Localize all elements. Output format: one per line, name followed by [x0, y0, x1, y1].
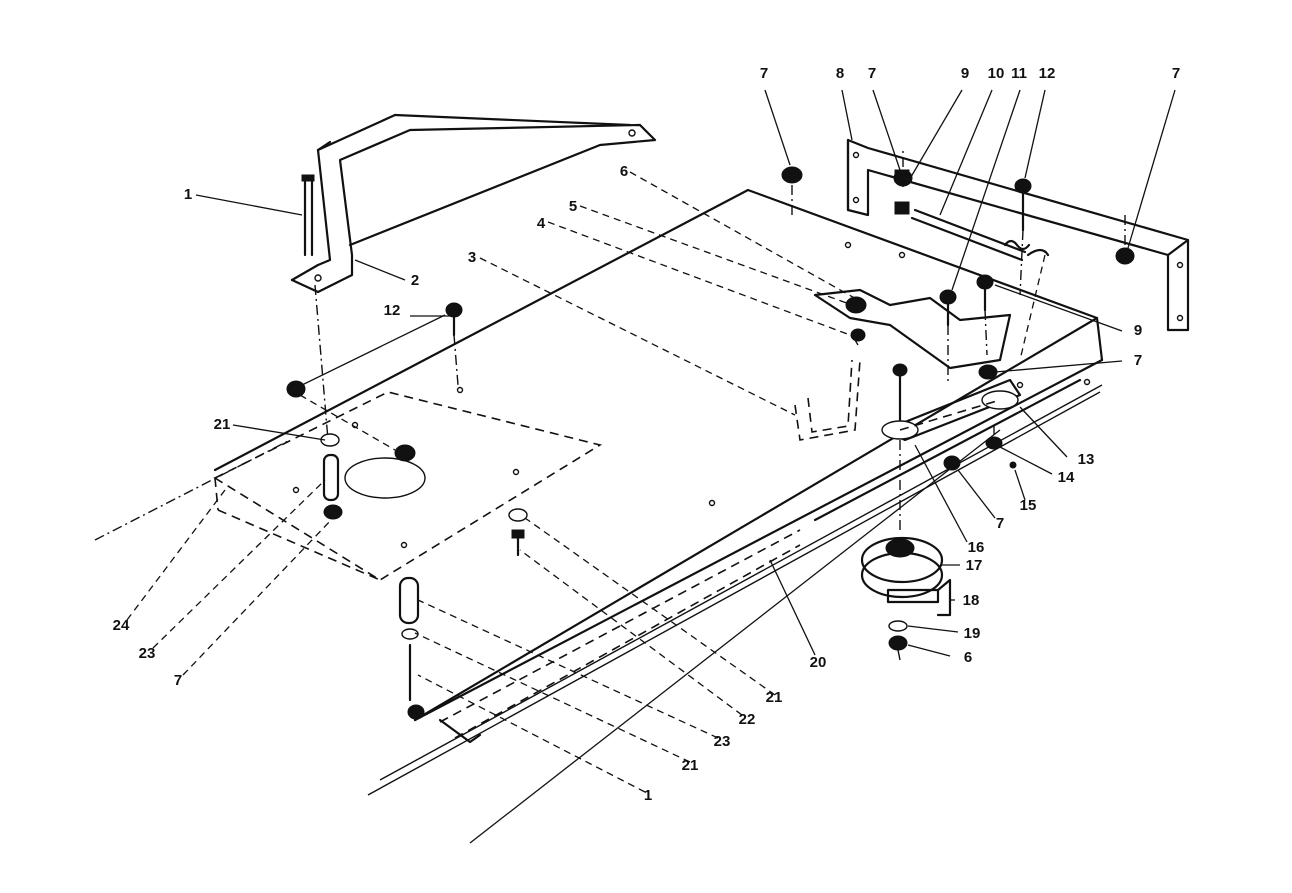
callout-4: 4	[537, 215, 546, 232]
callout-18: 18	[963, 592, 980, 609]
bracket-upper-left	[290, 113, 657, 294]
callout-20: 20	[810, 654, 827, 671]
bolt-upper	[301, 174, 329, 441]
callout-9: 9	[961, 65, 969, 82]
callout-9: 9	[1134, 322, 1142, 339]
callout-7: 7	[996, 515, 1004, 532]
curved-rod	[794, 339, 861, 441]
guide-lines	[299, 150, 1126, 661]
callout-15: 15	[1020, 497, 1037, 514]
callout-24: 24	[113, 617, 130, 634]
callout-2: 2	[411, 272, 419, 289]
callout-7: 7	[1134, 352, 1142, 369]
rear-bracket	[846, 138, 1190, 332]
callout-7: 7	[868, 65, 876, 82]
callout-17: 17	[966, 557, 983, 574]
callout-14: 14	[1058, 469, 1075, 486]
callout-6: 6	[964, 649, 972, 666]
callout-13: 13	[1078, 451, 1095, 468]
callout-7: 7	[1172, 65, 1180, 82]
callout-23: 23	[139, 645, 156, 662]
callout-1: 1	[184, 186, 192, 203]
callout-6: 6	[620, 163, 628, 180]
callout-12: 12	[384, 302, 401, 319]
callout-11: 11	[1011, 65, 1027, 82]
callout-22: 22	[739, 711, 756, 728]
leader-lines	[126, 89, 1176, 793]
idler-arm	[813, 288, 1022, 442]
callout-19: 19	[964, 625, 981, 642]
callout-labels: 1 2 3 4 5 6 7 8 7 9 10 11 12 7 12 21 9 7…	[113, 65, 1181, 804]
callout-12: 12	[1039, 65, 1056, 82]
pulley-assembly	[860, 440, 952, 651]
mounting-plate	[213, 386, 603, 581]
callout-21: 21	[214, 416, 231, 433]
callout-21: 21	[766, 689, 783, 706]
deck-plate	[94, 188, 1104, 844]
callout-3: 3	[468, 249, 476, 266]
callout-5: 5	[569, 198, 577, 215]
callout-7: 7	[760, 65, 768, 82]
callout-7: 7	[174, 672, 182, 689]
callout-8: 8	[836, 65, 844, 82]
callout-21: 21	[682, 757, 699, 774]
callout-23: 23	[714, 733, 731, 750]
callout-1: 1	[644, 787, 652, 804]
callout-16: 16	[968, 539, 985, 556]
callout-10: 10	[988, 65, 1005, 82]
